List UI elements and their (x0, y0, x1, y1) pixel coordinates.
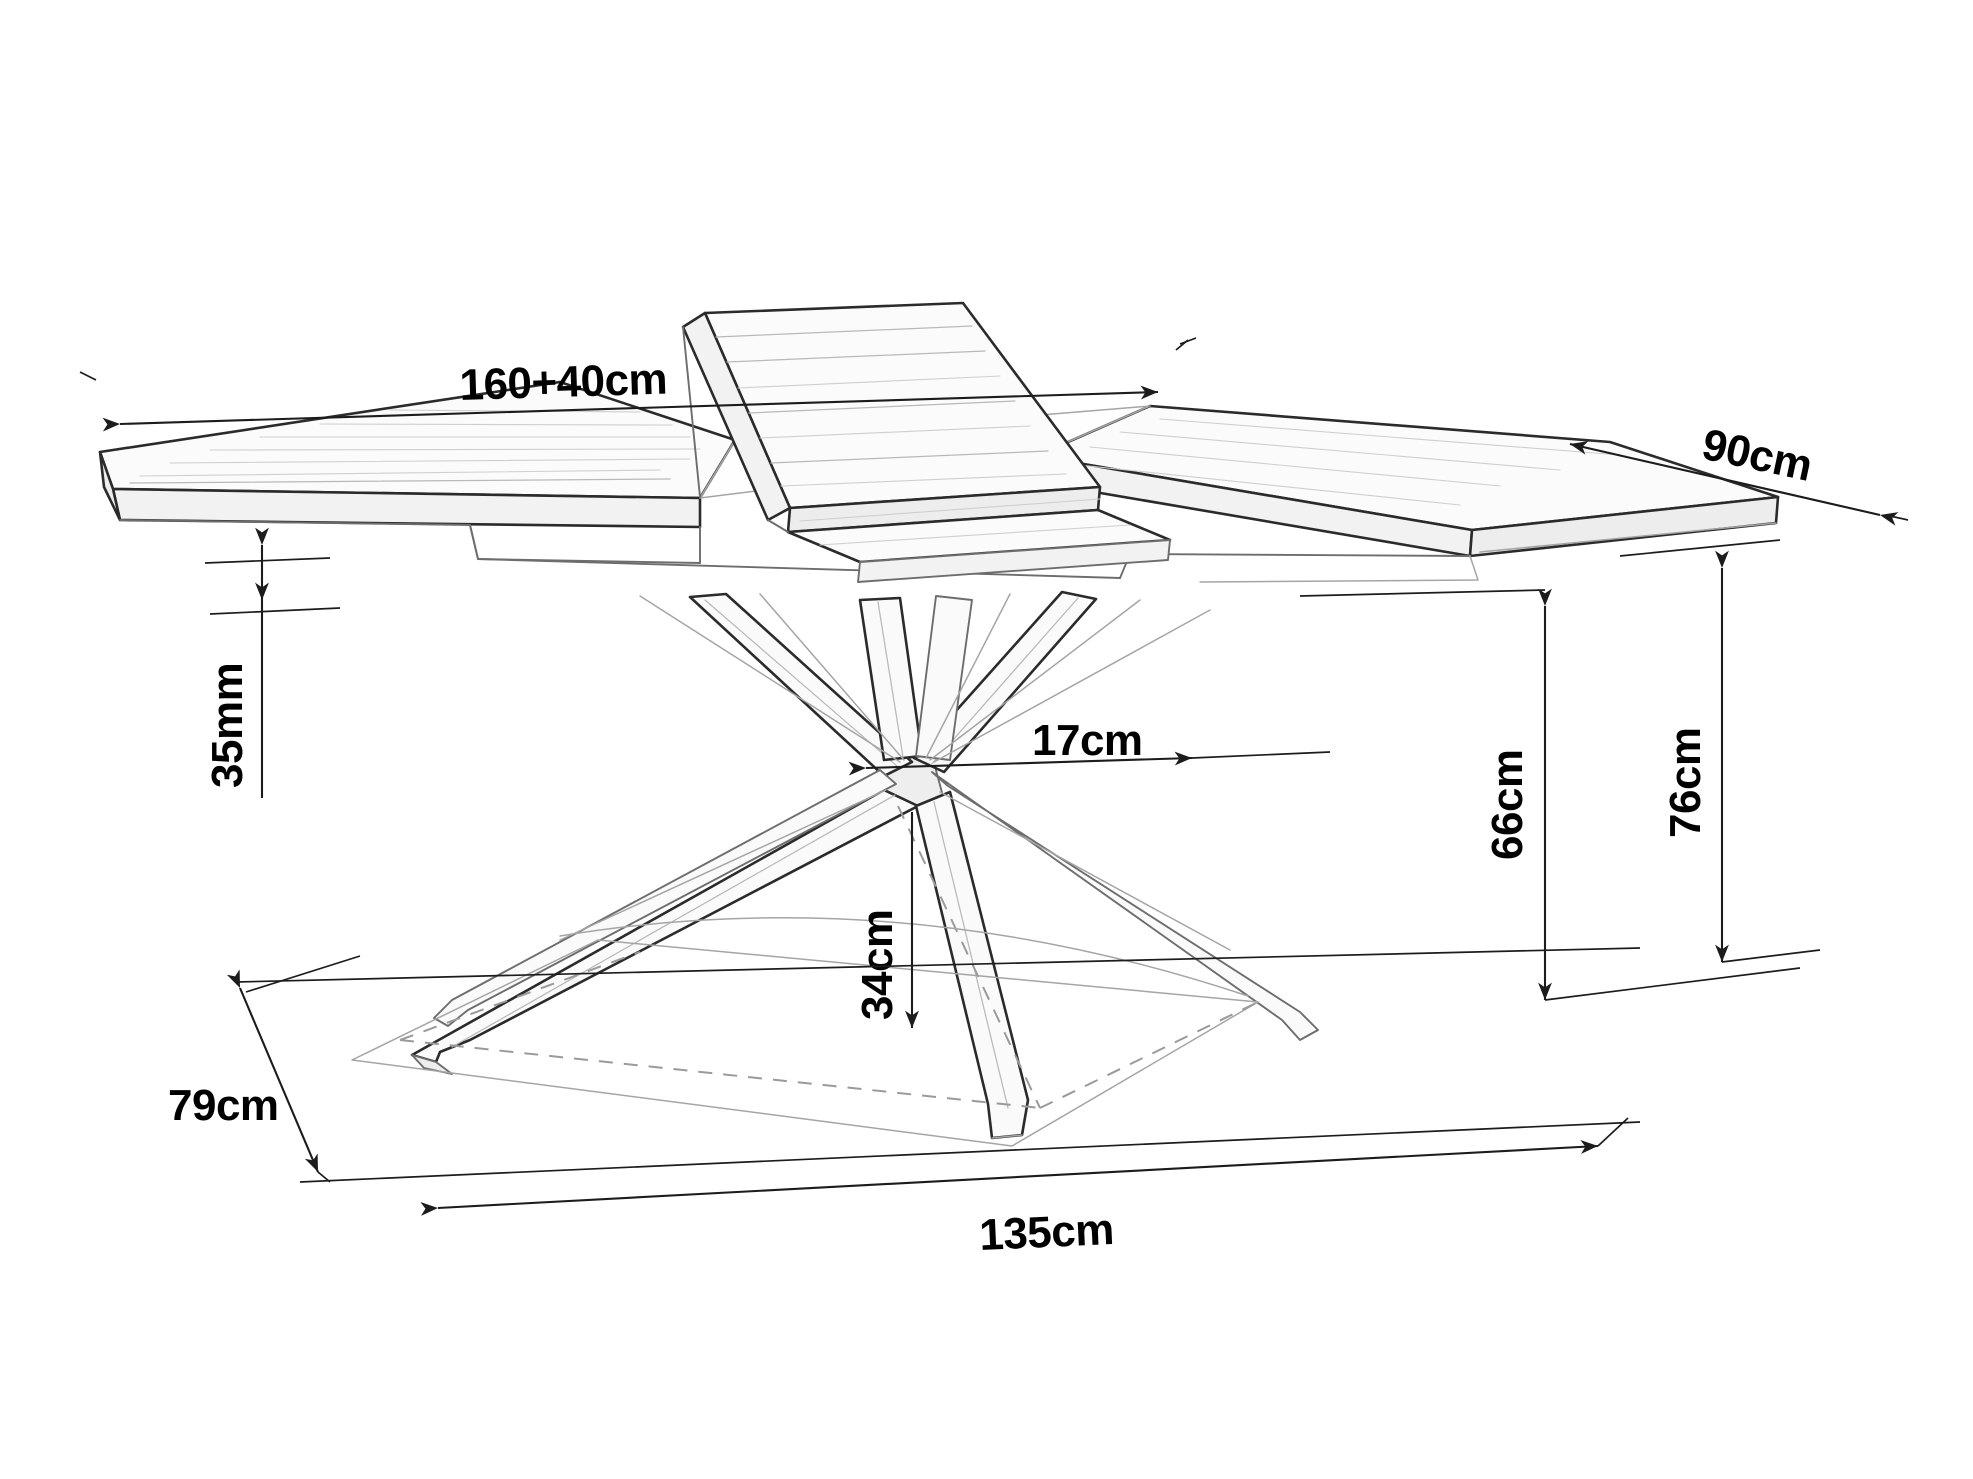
dimension-node-height-label: 34cm (853, 909, 902, 1020)
leg-rear-left[interactable] (433, 769, 897, 1027)
base-construction-rays (559, 593, 1231, 951)
leg-rear-right[interactable] (931, 771, 1319, 1041)
dimension-apron-clearance-label: 66cm (1483, 749, 1532, 860)
dimension-base-node-width: 17cm (848, 716, 1331, 776)
dimension-node-height: 34cm (853, 812, 919, 1028)
spider-base-group (410, 590, 1319, 1140)
dimension-length: 160+40cm (79, 339, 1189, 432)
dimension-top-thickness-label: 35mm (203, 663, 252, 788)
dimension-foot-span: 135cm (317, 1117, 1629, 1260)
dimension-foot-depth-label: 79cm (168, 1081, 279, 1130)
dimension-apron-clearance: 66cm (1299, 588, 1552, 1000)
dimension-foot-span-label: 135cm (978, 1205, 1115, 1260)
dimension-table-height-label: 76cm (1661, 727, 1710, 838)
dimension-foot-depth: 79cm (168, 955, 361, 1173)
dimension-top-thickness: 35mm (203, 527, 341, 798)
grain-right-top (1059, 418, 1621, 506)
dimension-base-node-width-label: 17cm (1032, 716, 1143, 765)
leg-front-left[interactable] (410, 788, 920, 1075)
dimension-length-label: 160+40cm (459, 354, 668, 409)
dimension-table-height: 76cm (1619, 539, 1781, 962)
floor-footprint (351, 805, 1259, 1147)
